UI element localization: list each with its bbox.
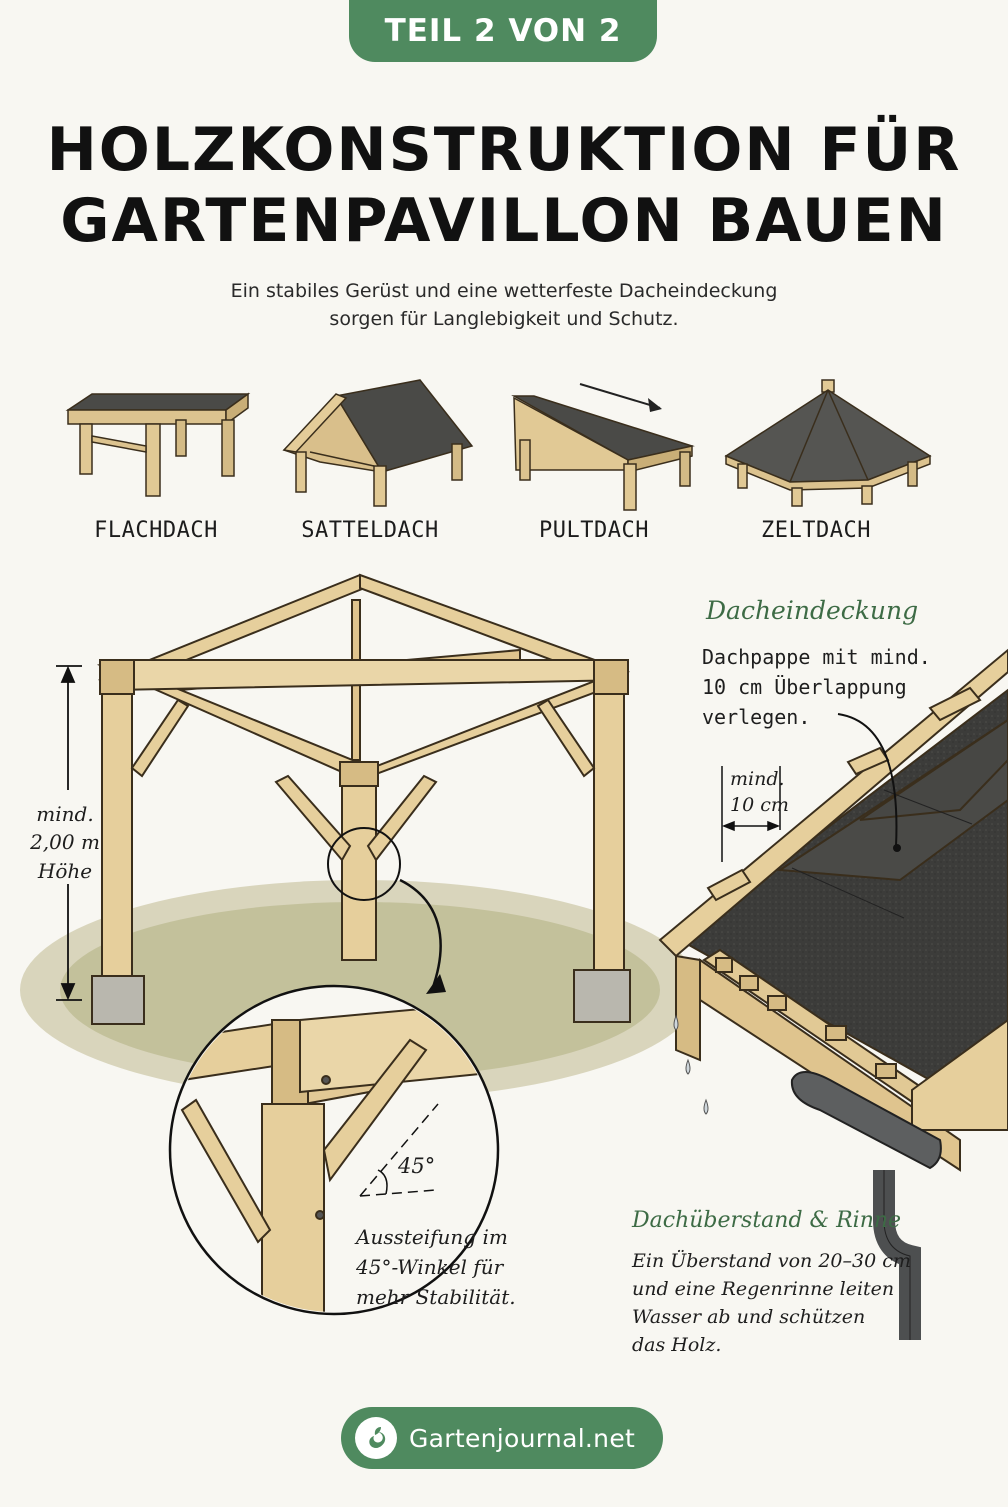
title-line-2: GARTENPAVILLON BAUEN: [60, 185, 948, 256]
pavilion-frame-illustration: [91, 573, 631, 1025]
height-note-line-3: Höhe: [37, 858, 93, 883]
roofing-note-line-3: verlegen.: [702, 705, 811, 729]
gutter-illustration: [790, 1071, 942, 1340]
height-note-line-1: mind.: [36, 802, 94, 826]
subtitle: Ein stabiles Gerüst und eine wetterfeste…: [0, 278, 1008, 333]
bracing-note: Aussteifung im 45°-Winkel für mehr Stabi…: [356, 1222, 516, 1312]
bracing-note-line-3: mehr Stabilität.: [356, 1285, 516, 1309]
roofing-callout-arrow: [837, 713, 898, 847]
overlap-note-line-2: 10 cm: [730, 794, 789, 817]
detail-arrow: [399, 878, 442, 991]
footer-brand-pill[interactable]: Gartenjournal.net: [341, 1407, 663, 1469]
bracing-note-line-2: 45°-Winkel für: [356, 1255, 504, 1279]
height-dimension: [56, 665, 82, 1001]
flat-roof-illustration: [65, 392, 251, 497]
overhang-note-line-3: Wasser ab und schützen: [632, 1305, 866, 1328]
roofing-note-line-2: 10 cm Überlappung: [702, 675, 907, 699]
roof-label-flachdach: FLACHDACH: [94, 518, 218, 543]
page-title: HOLZKONSTRUKTION FÜR GARTENPAVILLON BAUE…: [0, 115, 1008, 257]
overlap-note-line-1: mind.: [730, 768, 785, 790]
part-badge: TEIL 2 VON 2: [349, 0, 657, 62]
height-note-line-2: 2,00 m: [30, 830, 100, 855]
roof-label-zeltdach: ZELTDACH: [761, 518, 871, 543]
roof-label-satteldach: SATTELDACH: [301, 518, 439, 543]
overhang-note-line-1: Ein Überstand von 20–30 cm: [632, 1250, 911, 1272]
roofing-detail-illustration: [658, 648, 1008, 1172]
roofing-heading: Dacheindeckung: [706, 596, 919, 625]
rain-drops: [673, 1014, 709, 1115]
roofing-note-line-1: Dachpappe mit mind.: [702, 645, 931, 669]
height-note: mind. 2,00 m Höhe: [22, 800, 108, 885]
roofing-note: Dachpappe mit mind. 10 cm Überlappung ve…: [702, 642, 931, 732]
detail-marker-circle: [327, 827, 401, 901]
bracing-detail-illustration: [168, 984, 500, 1316]
angle-label: 45°: [398, 1154, 436, 1178]
overhang-note-line-4: das Holz.: [632, 1333, 722, 1356]
subtitle-line-2: sorgen für Langlebigkeit und Schutz.: [329, 307, 679, 330]
garden-logo-icon: [355, 1417, 397, 1459]
overlap-dimension: [721, 766, 781, 862]
overlap-note: mind. 10 cm: [730, 766, 789, 818]
pyramid-roof-illustration: [724, 379, 932, 507]
footer-site-name: Gartenjournal.net: [409, 1423, 636, 1453]
overhang-note: Ein Überstand von 20–30 cm und eine Rege…: [632, 1248, 911, 1360]
bracing-note-line-1: Aussteifung im: [356, 1225, 508, 1249]
subtitle-line-1: Ein stabiles Gerüst und eine wetterfeste…: [230, 280, 778, 302]
overhang-heading: Dachüberstand & Rinne: [632, 1208, 902, 1233]
shed-roof-illustration: [511, 383, 695, 511]
roof-label-pultdach: PULTDACH: [539, 518, 649, 543]
title-line-1: HOLZKONSTRUKTION FÜR: [46, 115, 962, 185]
overhang-note-line-2: und eine Regenrinne leiten: [632, 1277, 895, 1300]
gable-roof-illustration: [282, 379, 474, 507]
